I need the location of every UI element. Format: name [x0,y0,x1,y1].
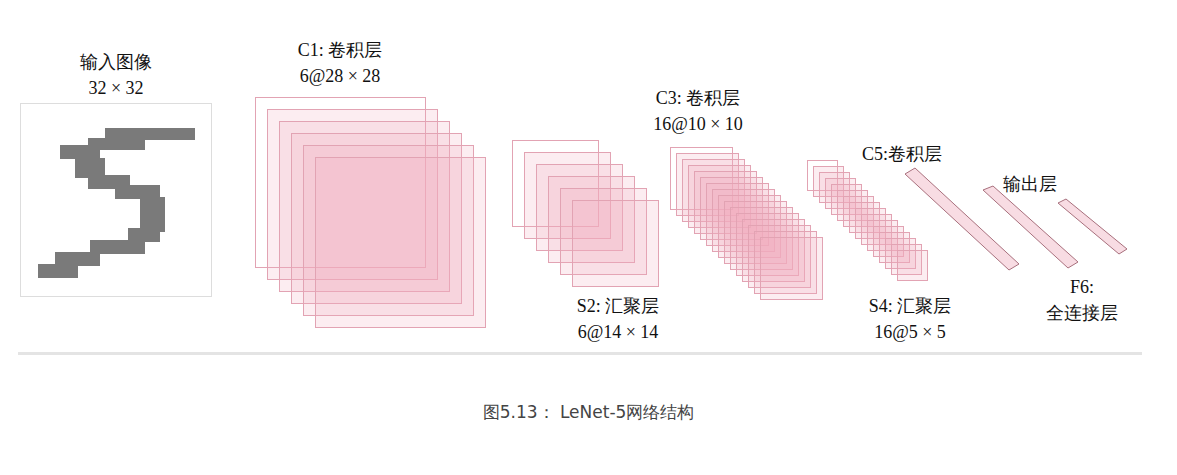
layer-shape [981,184,1080,270]
layer-label: C5:卷积层 [862,141,942,167]
layer-label: S2: 汇聚层 6@14 × 14 [563,293,673,345]
layer-bar [1058,199,1127,254]
feature-map-stack: C1: 卷积层 6@28 × 28 [255,97,485,327]
fully-connected-layer: F6: 全连接层 [981,184,1080,270]
feature-map-stack: C3: 卷积层 16@10 × 10 [670,147,822,299]
input-image: 输入图像 32 × 32 [20,103,212,297]
layer-label: S4: 汇聚层 16@5 × 5 [855,293,965,345]
feature-map [316,158,486,328]
layer-shape [1056,197,1129,256]
layer-shape [670,147,822,299]
image-frame [21,104,212,297]
feature-map [761,238,823,300]
digit-pixel [140,197,165,232]
feature-map [573,201,659,287]
layer-label: C3: 卷积层 16@10 × 10 [638,85,758,137]
layer-label: 输入图像 32 × 32 [76,49,156,101]
layer-shape [20,103,212,297]
layer-label: C1: 卷积层 6@28 × 28 [285,37,395,89]
digit-pixel [60,145,100,159]
layer-bar [905,168,1019,270]
feature-map [898,251,928,281]
layer-label: 输出层 [1003,171,1057,197]
layer-bar [983,186,1078,268]
fully-connected-layer: 输出层 [1056,197,1129,256]
layer-shape [512,140,658,286]
digit-pixel [115,185,160,199]
figure-caption: 图5.13： LeNet-5网络结构 [0,400,1177,424]
feature-map-stack: S2: 汇聚层 6@14 × 14 [512,140,658,286]
layer-shape [255,97,485,327]
digit-pixel [128,228,160,242]
digit-pixel [90,240,145,254]
figure-bottom-rule [18,352,1142,355]
digit-pixel [38,264,78,278]
layer-label: F6: 全连接层 [1042,274,1122,326]
digit-pixel [55,252,100,266]
